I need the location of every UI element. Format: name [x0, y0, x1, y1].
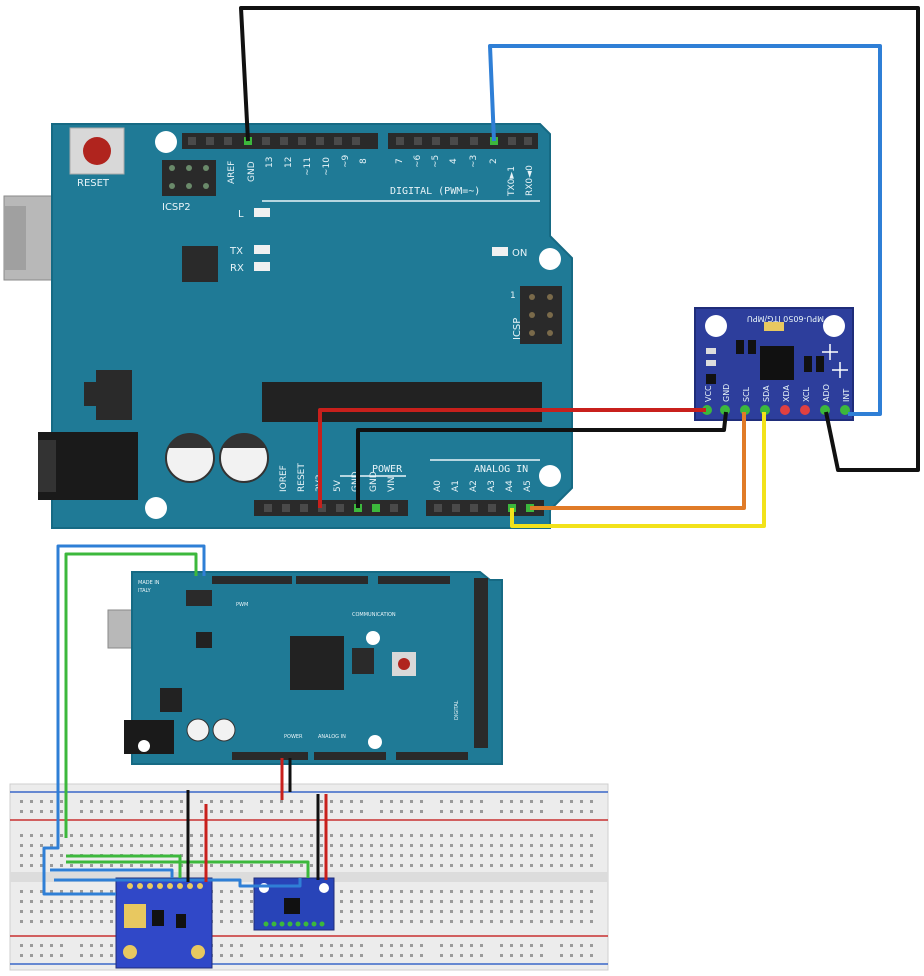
- pin-10-label: ~10: [322, 157, 332, 176]
- icsp-label: ICSP: [512, 318, 523, 340]
- reset-label: RESET: [77, 178, 110, 189]
- wire-green-b: [66, 860, 310, 878]
- uno-pcb: [51, 123, 573, 529]
- pin-2-label: 2: [489, 158, 499, 164]
- mpu-pin-ado: ADO: [822, 384, 831, 402]
- reset-pin-label: RESET: [297, 463, 307, 492]
- a3-label: A3: [487, 480, 497, 492]
- led-l-label: L: [238, 209, 244, 220]
- pin-12-label: 12: [284, 157, 294, 168]
- usb-chip: [182, 246, 218, 282]
- mpu-pin-int: INT: [842, 389, 851, 402]
- mpu-pin-sda: SDA: [762, 385, 771, 402]
- mega-wires: [42, 544, 328, 896]
- aref-label: AREF: [227, 161, 237, 184]
- ioref-label: IOREF: [279, 465, 289, 492]
- icsp-header: [520, 286, 562, 344]
- mega-digital-label: DIGITAL: [454, 700, 460, 720]
- mpu-pin-xda: XDA: [782, 385, 791, 403]
- mega-italy: ITALY: [138, 588, 152, 594]
- wire-yellow-sda: [510, 412, 766, 528]
- vin-label: VIN: [387, 476, 397, 492]
- pin-8-label: 8: [359, 158, 369, 164]
- sensor-module-left: [115, 877, 213, 969]
- mpu-pin-scl: SCL: [742, 386, 751, 402]
- pin-tx-label: TX0►1: [507, 166, 517, 197]
- a5-label: A5: [523, 480, 533, 492]
- wire-blue-b: [54, 878, 302, 888]
- mega-made-in: MADE IN: [138, 580, 160, 586]
- pin-6-label: ~6: [413, 154, 423, 168]
- digital-label: DIGITAL (PWM=~): [390, 186, 480, 197]
- wire-blue-outer: [42, 544, 206, 896]
- a4-label: A4: [505, 480, 515, 492]
- arduino-mega-board: MADE IN ITALY PWM COMMUNICATION DIGITAL …: [107, 571, 503, 765]
- led-rx-label: RX: [230, 263, 244, 274]
- mpu-pin-xcl: XCL: [802, 387, 811, 402]
- mpu-title: MPU-6050 ITG/MPU: [747, 314, 824, 323]
- atmega-chip: [262, 382, 542, 422]
- pin-4-label: 4: [449, 158, 459, 164]
- gnd-2-label: GND: [369, 471, 379, 492]
- wire-red-vcc: [318, 408, 706, 508]
- wire-green-a: [66, 854, 182, 878]
- pin-9-label: ~9: [341, 154, 351, 168]
- mega-analog-label: ANALOG IN: [318, 734, 346, 740]
- power-header: [254, 500, 408, 516]
- arduino-uno-board: RESET ICSP2 AREF GND 13 12 ~11 ~10 ~9 8 …: [3, 123, 573, 529]
- mega-pwm-label: PWM: [236, 602, 248, 608]
- mega-communication-label: COMMUNICATION: [352, 612, 396, 618]
- mpu-chip: [760, 346, 794, 380]
- pin-rx-label: RX0◄0: [525, 165, 535, 196]
- pin-7-label: 7: [395, 158, 405, 164]
- pin-5-label: ~5: [431, 155, 441, 168]
- wire-black-gnd: [356, 411, 728, 508]
- wire-blue-int: [488, 44, 882, 416]
- wire-blue-a: [50, 868, 174, 878]
- mega-power-label: POWER: [284, 734, 303, 740]
- on-label: ON: [512, 248, 527, 259]
- power-label: POWER: [372, 464, 403, 475]
- 5v-label: 5V: [333, 479, 343, 492]
- wire-black-gnd-ado: [239, 6, 920, 472]
- analog-in-label: ANALOG IN: [474, 464, 528, 475]
- pin-13-label: 13: [265, 157, 275, 168]
- led-tx-label: TX: [229, 246, 243, 257]
- a0-label: A0: [433, 480, 443, 492]
- icsp-pin1-label: 1: [510, 291, 516, 301]
- mpu-pin-vcc: VCC: [704, 385, 713, 402]
- uno-wires: [239, 6, 920, 528]
- gnd-top-label: GND: [247, 161, 257, 182]
- voltage-regulator: [96, 370, 132, 420]
- wire-orange-scl: [530, 412, 746, 510]
- mpu-pin-gnd: GND: [722, 384, 731, 402]
- pin-3-label: ~3: [469, 155, 479, 168]
- mega-atmega-chip: [290, 636, 344, 690]
- pin-11-label: ~11: [303, 157, 313, 176]
- a1-label: A1: [451, 480, 461, 492]
- digital-header-right: [388, 133, 538, 149]
- wire-green-outer: [64, 552, 198, 838]
- icsp2-label: ICSP2: [162, 202, 191, 213]
- mpu6050-module: MPU-6050 ITG/MPU VCC GND SCL SDA XDA XCL…: [694, 307, 854, 421]
- a2-label: A2: [469, 480, 479, 492]
